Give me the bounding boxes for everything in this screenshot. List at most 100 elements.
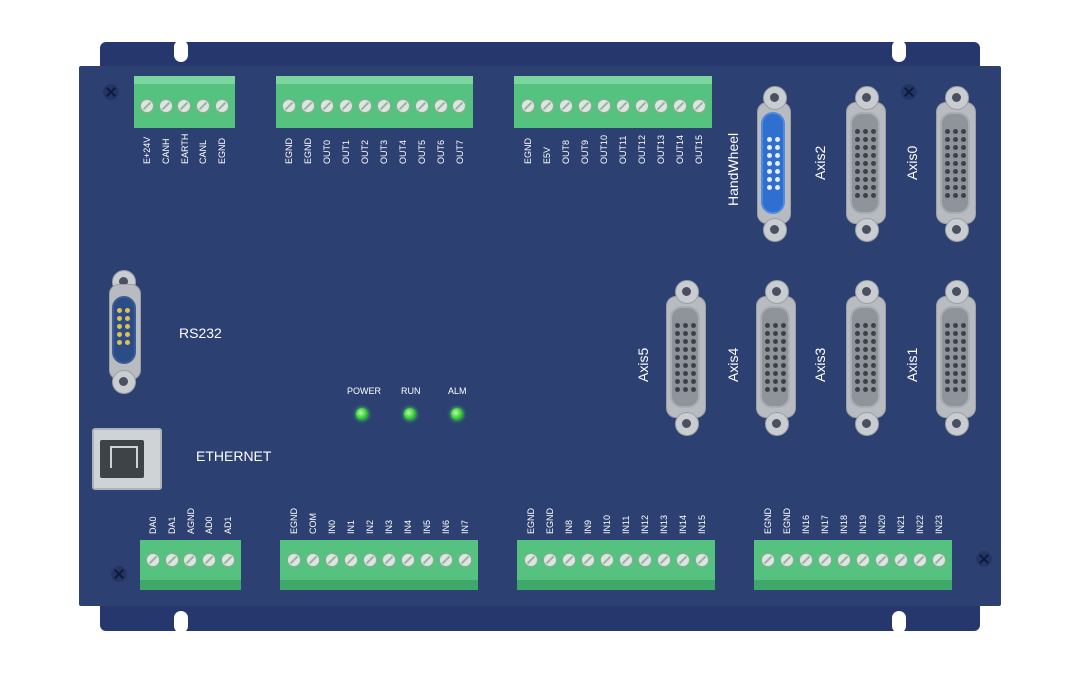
screw-icon xyxy=(111,566,127,582)
screw-icon xyxy=(976,551,992,567)
axis2-label: Axis2 xyxy=(812,145,828,180)
ethernet-port[interactable] xyxy=(92,428,162,490)
terminal-pin-label: IN8 xyxy=(563,519,574,534)
terminal-pin-label: IN12 xyxy=(639,514,650,534)
terminal-pin-label: IN18 xyxy=(838,514,849,534)
connector-screw-icon xyxy=(763,86,787,110)
terminal-pin-label: CANH xyxy=(160,138,171,164)
terminal-pin-label: EGND xyxy=(216,137,227,164)
terminal-pin xyxy=(362,553,377,567)
terminal-pin-label: IN2 xyxy=(364,519,375,534)
rs232-connector xyxy=(106,270,142,394)
terminal-pin xyxy=(596,99,611,113)
terminal-pin-label: OUT15 xyxy=(693,134,704,164)
connector-screw-icon xyxy=(675,412,699,436)
terminal-pin-label: EGND xyxy=(303,137,314,164)
handwheel-connector xyxy=(757,86,791,242)
terminal-pin-label: DA0 xyxy=(148,516,159,534)
terminal-pin-label: IN0 xyxy=(326,519,337,534)
terminal-pin-label: IN17 xyxy=(819,514,830,534)
terminal-pin-label: OUT5 xyxy=(416,139,427,164)
terminal-pin xyxy=(653,99,668,113)
terminal-pin xyxy=(343,553,358,567)
terminal-pin xyxy=(381,553,396,567)
terminal-block-analog xyxy=(140,540,241,590)
terminal-block-out8-15 xyxy=(514,76,712,128)
terminal-pin xyxy=(691,99,706,113)
terminal-pin xyxy=(893,553,908,567)
terminal-pin-label: IN5 xyxy=(421,519,432,534)
terminal-pin xyxy=(158,99,173,113)
terminal-pin xyxy=(457,553,472,567)
terminal-pin xyxy=(672,99,687,113)
terminal-pin-label: OUT12 xyxy=(636,134,647,164)
connector-screw-icon xyxy=(945,218,969,242)
terminal-pin-label: OUT0 xyxy=(322,139,333,164)
axis5-connector xyxy=(666,280,706,436)
terminal-pin-label: IN10 xyxy=(601,514,612,534)
power-led xyxy=(356,408,368,420)
terminal-pin-label: OUT9 xyxy=(579,139,590,164)
terminal-pin-label: EGND xyxy=(522,137,533,164)
terminal-pin-label: IN23 xyxy=(933,514,944,534)
terminal-pin-label: EARTH xyxy=(179,133,190,164)
terminal-pin-label: IN7 xyxy=(459,519,470,534)
terminal-pin xyxy=(855,553,870,567)
terminal-pin xyxy=(558,99,573,113)
connector-screw-icon xyxy=(855,86,879,110)
terminal-pin-label: E5V xyxy=(541,146,552,164)
terminal-pin xyxy=(320,99,335,113)
terminal-pin-label: EGND xyxy=(525,507,536,534)
terminal-pin-label: OUT10 xyxy=(598,134,609,164)
terminal-pin-label: EGND xyxy=(544,507,555,534)
terminal-pin-label: IN22 xyxy=(914,514,925,534)
terminal-pin xyxy=(282,99,297,113)
axis4-label: Axis4 xyxy=(725,347,741,382)
terminal-pin-label: IN16 xyxy=(800,514,811,534)
terminal-pin xyxy=(817,553,832,567)
connector-screw-icon xyxy=(945,280,969,304)
terminal-pin-label: OUT1 xyxy=(341,139,352,164)
connector-screw-icon xyxy=(112,370,136,394)
axis2-connector xyxy=(846,86,886,242)
terminal-pin xyxy=(376,99,391,113)
terminal-pin xyxy=(577,99,592,113)
terminal-pin xyxy=(618,553,633,567)
connector-screw-icon xyxy=(763,218,787,242)
axis0-label: Axis0 xyxy=(904,145,920,180)
terminal-pin xyxy=(214,99,229,113)
terminal-pin xyxy=(164,553,179,567)
terminal-pin xyxy=(177,99,192,113)
terminal-pin-label: IN14 xyxy=(677,514,688,534)
terminal-pin xyxy=(561,553,576,567)
terminal-pin xyxy=(798,553,813,567)
terminal-pin-label: IN19 xyxy=(857,514,868,534)
screw-icon xyxy=(103,84,119,100)
terminal-pin xyxy=(634,99,649,113)
terminal-pin-label: IN3 xyxy=(383,519,394,534)
connector-screw-icon xyxy=(765,412,789,436)
terminal-block-in8-15 xyxy=(517,540,715,590)
connector-screw-icon xyxy=(855,412,879,436)
terminal-pin xyxy=(146,553,161,567)
terminal-pin-label: AD1 xyxy=(222,516,233,534)
terminal-pin-label: AD0 xyxy=(204,516,215,534)
terminal-pin xyxy=(694,553,709,567)
terminal-pin-label: IN11 xyxy=(620,515,631,534)
terminal-pin-label: IN21 xyxy=(895,514,906,534)
terminal-pin xyxy=(520,99,535,113)
mounting-slot xyxy=(892,40,906,62)
mounting-slot xyxy=(174,40,188,62)
screw-icon xyxy=(901,84,917,100)
terminal-pin-label: IN6 xyxy=(440,519,451,534)
alm-led-label: ALM xyxy=(448,386,467,396)
terminal-pin xyxy=(452,99,467,113)
power-led-label: POWER xyxy=(347,386,382,396)
run-led-label: RUN xyxy=(401,386,421,396)
terminal-pin xyxy=(438,553,453,567)
terminal-pin xyxy=(542,553,557,567)
terminal-pin xyxy=(419,553,434,567)
terminal-pin xyxy=(400,553,415,567)
terminal-pin-label: EGND xyxy=(288,507,299,534)
